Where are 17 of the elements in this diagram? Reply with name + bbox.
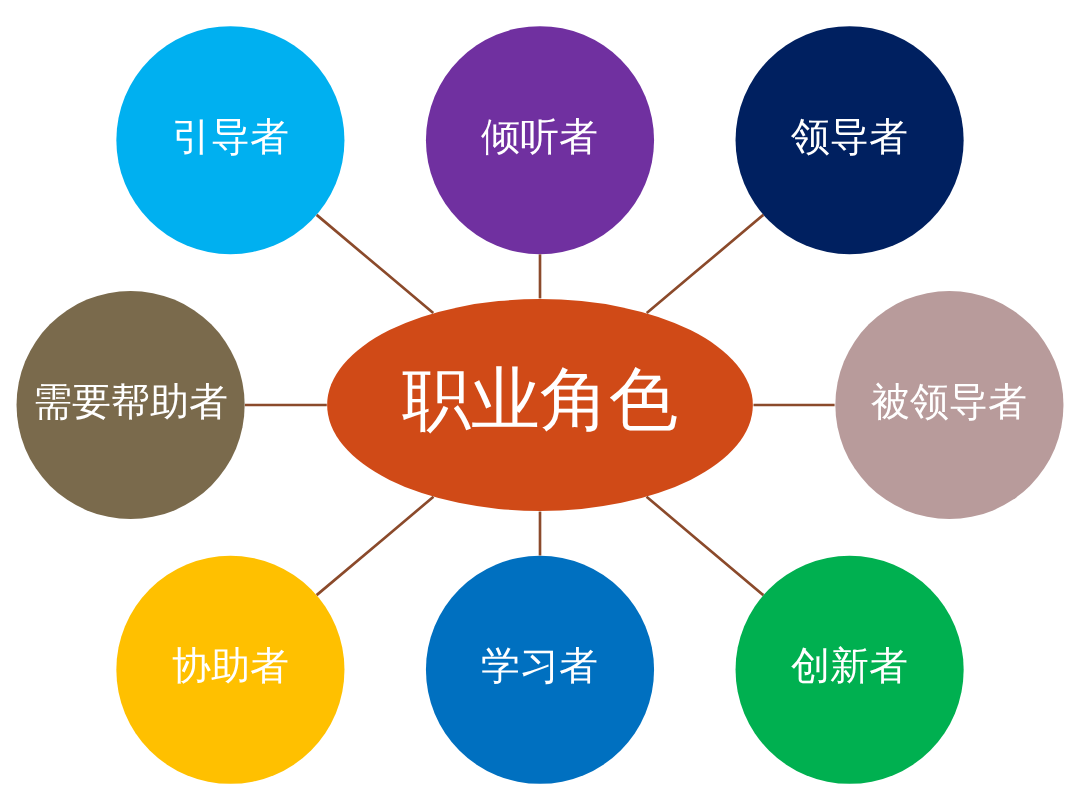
node-ellipse: 职业角色 [327,299,753,511]
node-circle: 被领导者 [835,290,1064,520]
connector [645,213,765,315]
connector [645,495,765,597]
node-circle: 领导者 [735,26,964,255]
connector [244,403,327,407]
connector [753,403,835,407]
node-circle: 学习者 [425,555,655,784]
connector [315,213,435,315]
connector [538,254,542,299]
connector [315,495,435,597]
connector [538,511,542,556]
node-circle: 创新者 [735,555,964,784]
node-circle: 倾听者 [425,26,655,255]
node-circle: 引导者 [116,26,345,255]
node-circle: 需要帮助者 [16,290,245,520]
node-circle: 协助者 [116,555,345,784]
